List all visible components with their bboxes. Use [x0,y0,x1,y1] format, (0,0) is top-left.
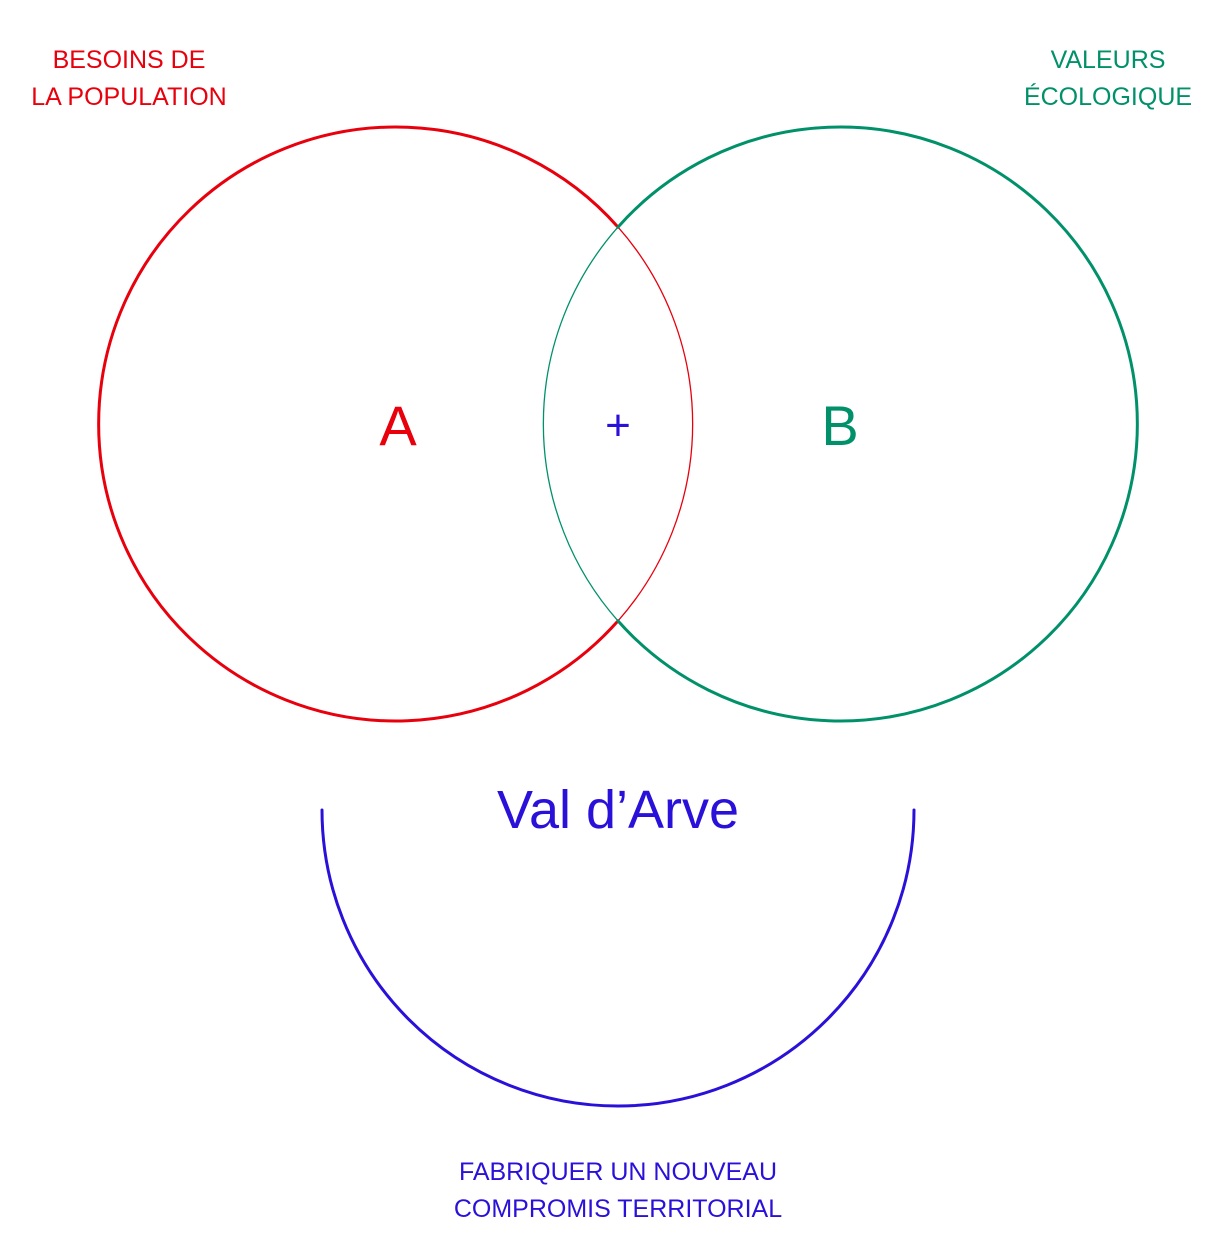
compromise-label: FABRIQUER UN NOUVEAU COMPROMIS TERRITORI… [418,1154,818,1228]
circle-b-inner-arc [542,226,619,622]
circle-b-letter: B [821,394,859,457]
population-label-line2: LA POPULATION [31,83,227,111]
circle-a-inner-arc [617,226,694,622]
circle-a-letter: A [379,394,417,457]
ecology-label-line1: VALEURS [1050,46,1166,74]
place-name: Val d’Arve [496,780,740,840]
compromise-label-line1: FABRIQUER UN NOUVEAU [458,1158,778,1186]
population-label-line1: BESOINS DE [52,46,206,74]
population-label: BESOINS DE LA POPULATION [18,42,240,116]
intersection-plus: + [605,401,631,450]
circle-a-outer-arc [97,125,620,723]
compromise-label-line2: COMPROMIS TERRITORIAL [453,1195,783,1223]
ecology-label: VALEURS ÉCOLOGIQUE [1010,42,1206,116]
ecology-label-line2: ÉCOLOGIQUE [1023,83,1193,111]
circle-b-outer-arc [616,125,1139,723]
compromise-arc [320,808,916,1108]
